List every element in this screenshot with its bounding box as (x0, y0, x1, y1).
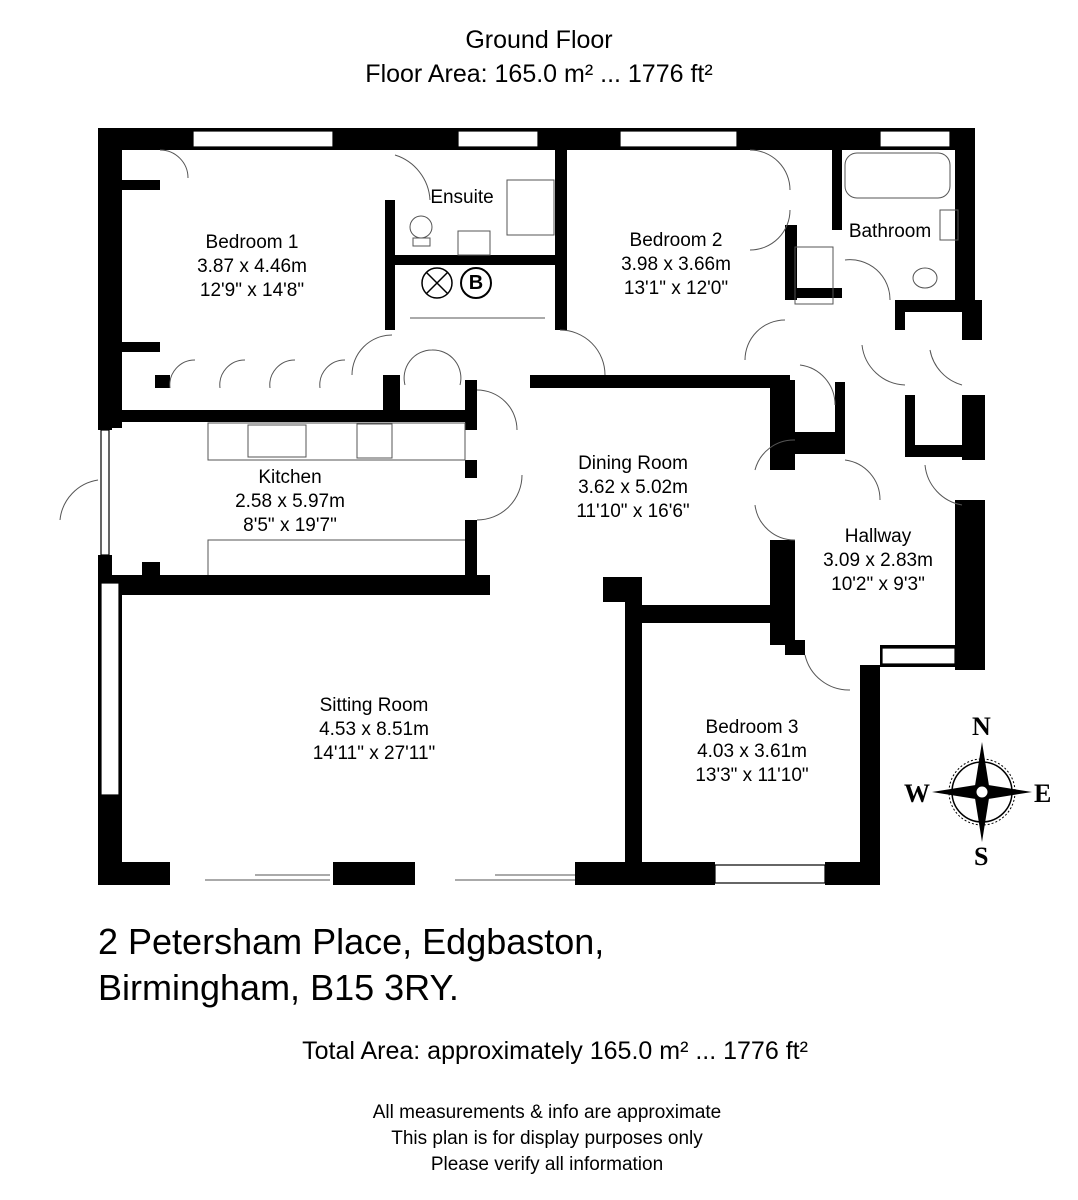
room-ensuite: Ensuite (430, 186, 493, 210)
room-metric: 4.03 x 3.61m (697, 741, 807, 762)
room-dining-room: Dining Room 3.62 x 5.02m 11'10" x 16'6" (576, 452, 689, 524)
room-bedroom-2: Bedroom 2 3.98 x 3.66m 13'1" x 12'0" (621, 229, 731, 301)
room-imperial: 11'10" x 16'6" (576, 501, 690, 522)
room-imperial: 14'11" x 27'11" (312, 743, 436, 764)
room-imperial: 13'1" x 12'0" (623, 278, 729, 299)
windows (100, 130, 956, 884)
room-imperial: 10'2" x 9'3" (831, 574, 925, 595)
room-name: Kitchen (258, 467, 322, 488)
address-line-1: 2 Petersham Place, Edgbaston, (98, 921, 605, 962)
compass-north: N (972, 712, 991, 741)
room-metric: 2.58 x 5.97m (235, 491, 345, 512)
disclaimer: All measurements & info are approximate … (0, 1100, 1078, 1178)
room-bathroom: Bathroom (849, 220, 931, 244)
room-name: Sitting Room (319, 695, 429, 716)
room-name: Bedroom 3 (705, 717, 799, 738)
room-name: Bedroom 2 (629, 230, 723, 251)
disclaimer-line: All measurements & info are approximate (372, 1102, 722, 1123)
compass-west: W (904, 779, 930, 808)
room-name: Bedroom 1 (205, 232, 299, 253)
room-metric: 3.62 x 5.02m (578, 477, 688, 498)
room-metric: 3.87 x 4.46m (197, 256, 307, 277)
disclaimer-line: Please verify all information (430, 1154, 664, 1175)
total-area: Total Area: approximately 165.0 m² ... 1… (302, 1037, 808, 1065)
fixtures (59, 149, 963, 881)
room-kitchen: Kitchen 2.58 x 5.97m 8'5" x 19'7" (235, 466, 345, 538)
room-imperial: 13'3" x 11'10" (695, 765, 809, 786)
room-name: Ensuite (430, 187, 494, 208)
room-name: Dining Room (578, 453, 688, 474)
compass-rose (932, 742, 1032, 842)
plan-title: Ground Floor (465, 26, 613, 54)
boiler-symbol (421, 267, 492, 299)
boiler-label: B (468, 272, 484, 294)
compass-east: E (1034, 779, 1052, 808)
room-imperial: 8'5" x 19'7" (243, 515, 337, 536)
room-name: Bathroom (848, 221, 932, 242)
disclaimer-line: This plan is for display purposes only (391, 1128, 703, 1149)
room-name: Hallway (844, 526, 912, 547)
room-bedroom-1: Bedroom 1 3.87 x 4.46m 12'9" x 14'8" (197, 231, 307, 303)
room-sitting-room: Sitting Room 4.53 x 8.51m 14'11" x 27'11… (313, 694, 436, 766)
room-metric: 4.53 x 8.51m (319, 719, 429, 740)
room-imperial: 12'9" x 14'8" (199, 280, 305, 301)
room-hallway: Hallway 3.09 x 2.83m 10'2" x 9'3" (823, 525, 933, 597)
compass-south: S (974, 842, 989, 871)
room-metric: 3.09 x 2.83m (823, 550, 933, 571)
room-metric: 3.98 x 3.66m (621, 254, 731, 275)
room-bedroom-3: Bedroom 3 4.03 x 3.61m 13'3" x 11'10" (695, 716, 808, 788)
floor-area: Floor Area: 165.0 m² ... 1776 ft² (365, 60, 713, 88)
address-line-2: Birmingham, B15 3RY. (98, 967, 459, 1008)
